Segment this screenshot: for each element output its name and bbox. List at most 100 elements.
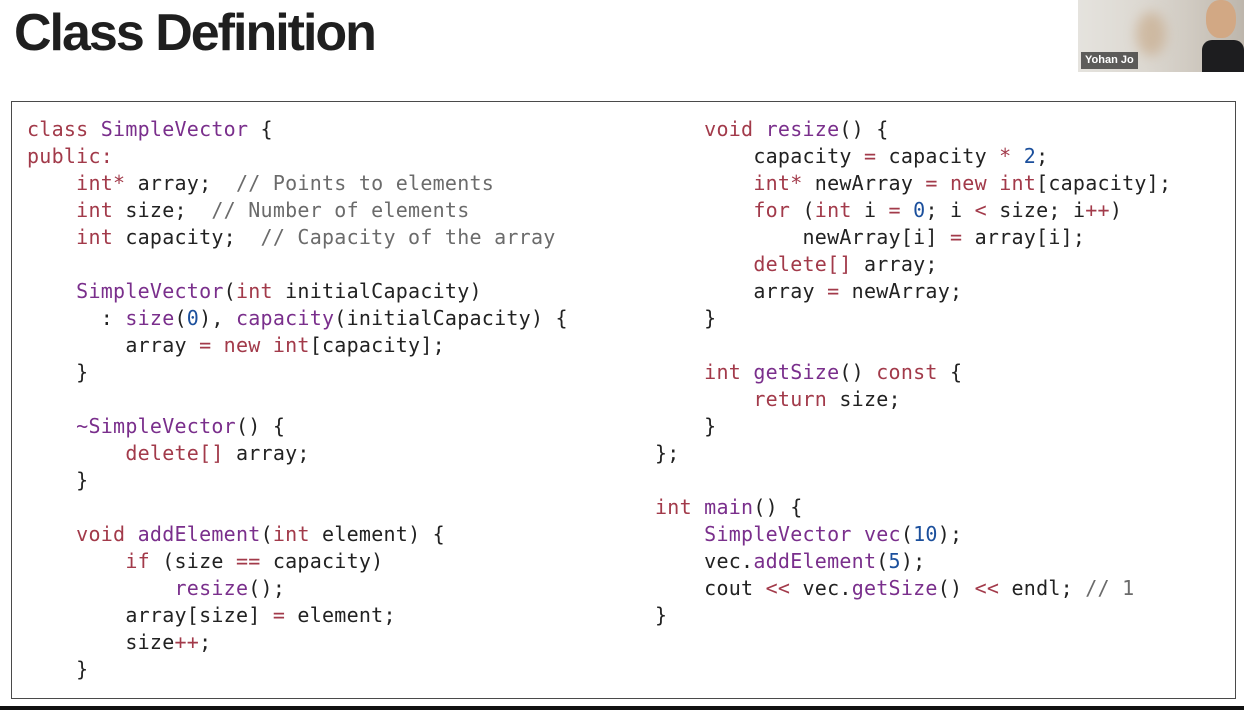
code-token: SimpleVector <box>704 522 852 546</box>
code-token: ; <box>199 630 212 654</box>
presenter-body <box>1202 40 1244 72</box>
code-line <box>27 494 568 521</box>
code-line: return size; <box>655 386 1171 413</box>
code-token: == <box>235 549 261 573</box>
code-token: element; <box>285 603 396 627</box>
code-token: } <box>27 468 89 492</box>
code-token: int* <box>76 171 126 195</box>
code-token: size; <box>827 387 901 411</box>
code-line: int main() { <box>655 494 1171 521</box>
code-line: delete[] array; <box>27 440 568 467</box>
code-token: ( <box>260 522 273 546</box>
code-line: } <box>655 413 1171 440</box>
code-token: // Capacity of the array <box>260 225 556 249</box>
code-token: vec. <box>790 576 852 600</box>
code-line: newArray[i] = array[i]; <box>655 224 1171 251</box>
code-line: : size(0), capacity(initialCapacity) { <box>27 305 568 332</box>
code-token: getSize <box>753 360 840 384</box>
code-token: // 1 <box>1085 576 1135 600</box>
code-line: if (size == capacity) <box>27 548 568 575</box>
code-token: array <box>655 279 828 303</box>
code-column-left: class SimpleVector {public: int* array; … <box>27 116 568 683</box>
code-token: capacity <box>235 306 335 330</box>
code-token: ) <box>1109 198 1123 222</box>
code-line: int capacity; // Capacity of the array <box>27 224 568 251</box>
code-token: delete[] <box>753 252 852 276</box>
code-token: element) { <box>309 522 445 546</box>
code-token: = <box>827 279 840 303</box>
code-line <box>655 467 1171 494</box>
code-token: capacity) <box>260 549 384 573</box>
code-token: new <box>950 171 987 195</box>
code-token: } <box>655 306 717 330</box>
code-token <box>27 549 125 573</box>
code-token: size; <box>113 198 212 222</box>
code-token <box>692 495 704 519</box>
participant-video-thumbnail[interactable]: Yohan Jo <box>1078 0 1244 72</box>
code-token: } <box>27 657 89 681</box>
code-token: // Number of elements <box>211 198 470 222</box>
code-token: ), <box>199 306 236 330</box>
code-token: const <box>876 360 938 384</box>
code-token: resize <box>765 117 840 141</box>
code-token: < <box>974 198 987 222</box>
code-token: ( <box>876 549 889 573</box>
code-token: } <box>655 414 717 438</box>
code-token <box>27 279 76 303</box>
code-token: cout <box>655 576 766 600</box>
code-line: for (int i = 0; i < size; i++) <box>655 197 1171 224</box>
code-token: vec. <box>655 549 754 573</box>
code-token: ); <box>937 522 963 546</box>
code-token: vec <box>863 522 901 546</box>
code-token <box>753 117 765 141</box>
code-token: : <box>27 306 126 330</box>
code-line: int* array; // Points to elements <box>27 170 568 197</box>
code-line: SimpleVector vec(10); <box>655 521 1171 548</box>
code-token: size <box>125 306 175 330</box>
code-token: capacity <box>655 144 864 168</box>
video-background-blur <box>1136 12 1166 56</box>
code-line: } <box>655 602 1171 629</box>
code-token <box>261 333 273 357</box>
code-token: ++ <box>174 630 200 654</box>
code-line: vec.addElement(5); <box>655 548 1171 575</box>
code-token: [capacity]; <box>1036 171 1172 195</box>
code-token: addElement <box>753 549 877 573</box>
code-token <box>27 198 76 222</box>
code-token: array[i]; <box>962 225 1086 249</box>
code-token <box>741 360 753 384</box>
code-token: int* <box>753 171 803 195</box>
code-token: ~SimpleVector <box>76 414 236 438</box>
code-token: () { <box>839 117 889 141</box>
code-token <box>655 171 753 195</box>
code-token: newArray; <box>839 279 963 303</box>
code-token: array <box>27 333 200 357</box>
code-token: ); <box>900 549 926 573</box>
code-token <box>655 252 753 276</box>
code-token: * <box>999 144 1012 168</box>
code-token: = <box>272 603 286 627</box>
code-line: } <box>27 359 568 386</box>
code-token <box>655 522 704 546</box>
code-token <box>27 414 76 438</box>
code-token: // Points to elements <box>235 171 495 195</box>
code-line: array = new int[capacity]; <box>27 332 568 359</box>
code-token: getSize <box>851 576 938 600</box>
code-line <box>655 332 1171 359</box>
code-token: int <box>814 198 852 222</box>
code-token: () { <box>753 495 803 519</box>
code-token: (size <box>149 549 236 573</box>
code-token <box>938 171 950 195</box>
code-token: 0 <box>186 306 200 330</box>
code-line <box>27 251 568 278</box>
code-token: 0 <box>913 198 926 222</box>
code-token: int <box>704 360 742 384</box>
code-token: ; <box>1036 144 1049 168</box>
code-token: capacity <box>876 144 1000 168</box>
code-token: int <box>76 225 114 249</box>
code-token: SimpleVector <box>100 117 249 141</box>
code-line: ~SimpleVector() { <box>27 413 568 440</box>
code-token <box>27 522 76 546</box>
code-token: int <box>655 495 692 519</box>
code-token: void <box>76 522 126 546</box>
